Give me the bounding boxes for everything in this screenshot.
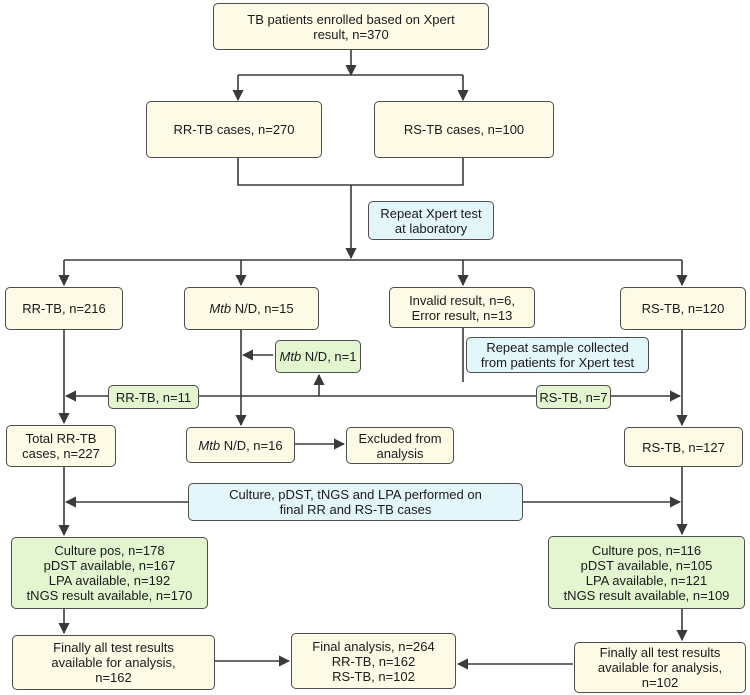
repeat-sample-line-2: from patients for Xpert test bbox=[480, 355, 635, 370]
rr-tb-cases-label: RR-TB cases, n=270 bbox=[173, 122, 295, 137]
final-rs-line-2: available for analysis, bbox=[597, 660, 723, 675]
repeat-xpert-line-2: at laboratory bbox=[394, 220, 468, 236]
rs-tb-127-label: RS-TB, n=127 bbox=[642, 439, 725, 455]
rs-tb-7-label: RS-TB, n=7 bbox=[539, 389, 608, 405]
invalid-line-2: Error result, n=13 bbox=[411, 307, 513, 323]
rr-results-box: Culture pos, n=178 pDST available, n=167… bbox=[11, 537, 208, 609]
rs-tb-cases-box: RS-TB cases, n=100 bbox=[374, 101, 554, 158]
rs-results-line-4: tNGS result available, n=109 bbox=[563, 587, 730, 603]
culture-note: Culture, pDST, tNGS and LPA performed on… bbox=[188, 483, 523, 521]
rr-results-line-2: pDST available, n=167 bbox=[43, 558, 176, 573]
rr-tb-216-label: RR-TB, n=216 bbox=[22, 301, 106, 316]
rs-results-line-2: pDST available, n=105 bbox=[580, 557, 713, 573]
rs-tb-120-label: RS-TB, n=120 bbox=[641, 301, 725, 316]
repeat-xpert-line-1: Repeat Xpert test bbox=[380, 205, 482, 221]
rs-tb-120-box: RS-TB, n=120 bbox=[620, 287, 746, 330]
rr-results-line-3: LPA available, n=192 bbox=[48, 573, 171, 588]
final-analysis-line-2: RR-TB, n=162 bbox=[331, 653, 416, 669]
rs-results-line-1: Culture pos, n=116 bbox=[591, 542, 702, 558]
repeat-sample-line-1: Repeat sample collected bbox=[486, 340, 629, 355]
mtb-nd-15-label: Mtb N/D, n=15 bbox=[209, 301, 294, 316]
repeat-xpert-note: Repeat Xpert test at laboratory bbox=[368, 201, 494, 240]
final-rs-line-1: Finally all test results bbox=[599, 645, 721, 660]
invalid-line-1: Invalid result, n=6, bbox=[409, 292, 515, 308]
mtb-nd-16-label: Mtb N/D, n=16 bbox=[198, 437, 283, 453]
rs-tb-7-box: RS-TB, n=7 bbox=[536, 385, 611, 409]
excluded-line-2: analysis bbox=[376, 445, 424, 461]
final-rr-line-3: n=162 bbox=[95, 670, 132, 685]
connector bbox=[237, 158, 464, 186]
rr-tb-11-box: RR-TB, n=11 bbox=[108, 385, 199, 409]
rs-tb-127-box: RS-TB, n=127 bbox=[624, 427, 743, 467]
excluded-line-1: Excluded from bbox=[358, 430, 442, 446]
invalid-error-box: Invalid result, n=6, Error result, n=13 bbox=[389, 287, 535, 328]
rr-results-line-1: Culture pos, n=178 bbox=[54, 543, 165, 558]
total-rr-line-1: Total RR-TB bbox=[25, 431, 97, 446]
rr-tb-cases-box: RR-TB cases, n=270 bbox=[146, 101, 322, 158]
final-rs-box: Finally all test results available for a… bbox=[574, 642, 746, 693]
rr-results-line-4: tNGS result available, n=170 bbox=[26, 588, 193, 603]
rs-tb-cases-label: RS-TB cases, n=100 bbox=[403, 122, 525, 137]
final-rr-line-2: available for analysis, bbox=[51, 655, 176, 670]
rs-results-line-3: LPA available, n=121 bbox=[585, 572, 708, 588]
rr-tb-11-label: RR-TB, n=11 bbox=[115, 389, 192, 405]
culture-line-2: final RR and RS-TB cases bbox=[279, 502, 432, 517]
repeat-sample-note: Repeat sample collected from patients fo… bbox=[466, 337, 649, 373]
total-rr-tb-box: Total RR-TB cases, n=227 bbox=[6, 425, 116, 467]
culture-line-1: Culture, pDST, tNGS and LPA performed on bbox=[229, 487, 482, 502]
enrolled-patients-box: TB patients enrolled based on Xpert resu… bbox=[213, 3, 489, 50]
excluded-box: Excluded from analysis bbox=[346, 427, 454, 464]
enrolled-line-1: TB patients enrolled based on Xpert bbox=[247, 11, 455, 27]
mtb-nd-1-label: Mtb N/D, n=1 bbox=[279, 349, 357, 364]
total-rr-line-2: cases, n=227 bbox=[22, 446, 100, 461]
final-analysis-line-3: RS-TB, n=102 bbox=[332, 668, 415, 684]
final-analysis-box: Final analysis, n=264 RR-TB, n=162 RS-TB… bbox=[291, 633, 456, 689]
final-analysis-line-1: Final analysis, n=264 bbox=[312, 638, 435, 654]
mtb-nd-16-box: Mtb N/D, n=16 bbox=[186, 427, 295, 463]
mtb-nd-15-box: Mtb N/D, n=15 bbox=[184, 287, 319, 330]
rs-results-box: Culture pos, n=116 pDST available, n=105… bbox=[548, 536, 745, 609]
enrolled-line-2: result, n=370 bbox=[313, 26, 389, 42]
rr-tb-216-box: RR-TB, n=216 bbox=[5, 287, 123, 330]
final-rr-line-1: Finally all test results bbox=[53, 640, 174, 655]
final-rr-box: Finally all test results available for a… bbox=[12, 635, 215, 690]
mtb-nd-1-box: Mtb N/D, n=1 bbox=[275, 340, 361, 373]
final-rs-line-3: n=102 bbox=[641, 675, 679, 690]
